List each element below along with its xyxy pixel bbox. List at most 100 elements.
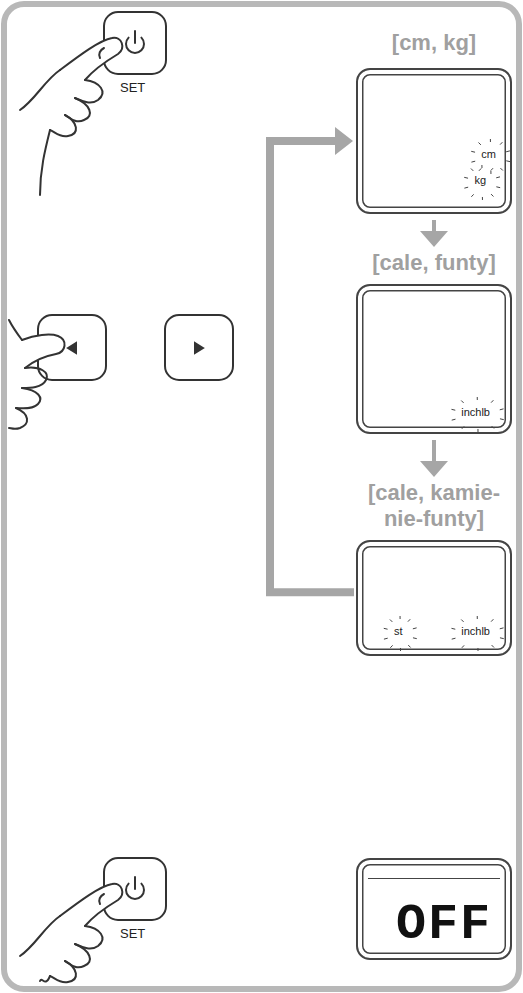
blink-ray	[384, 638, 388, 640]
blink-ray	[500, 627, 504, 629]
power-symbol	[134, 877, 136, 889]
unit-indicator: inchlb	[461, 625, 490, 638]
loop-line	[270, 141, 354, 592]
blink-ray	[451, 628, 455, 630]
hand	[60, 38, 122, 80]
blink-ray	[500, 142, 502, 144]
blink-ray	[413, 627, 417, 629]
blink-rays	[358, 286, 359, 287]
arrow-line	[432, 440, 436, 461]
hand	[9, 320, 22, 340]
blink-ray	[481, 165, 482, 168]
unit-indicator: st	[394, 625, 403, 638]
unit-heading: [cale, funty]	[356, 250, 512, 276]
flow-arrow	[420, 440, 448, 477]
lcd-readout: OFF	[396, 898, 492, 952]
blink-rays	[358, 542, 359, 543]
blink-ray	[490, 171, 491, 174]
right-arrow-symbol	[195, 343, 203, 353]
blink-ray	[479, 168, 481, 170]
arrow-head	[335, 127, 353, 155]
hand	[20, 916, 60, 956]
blink-ray	[471, 168, 473, 170]
blink-rays	[358, 542, 359, 543]
hand	[40, 976, 50, 982]
blink-ray	[400, 648, 401, 651]
blink-ray	[477, 616, 478, 619]
hand	[9, 408, 27, 429]
hand	[60, 884, 122, 926]
lcd-divider	[368, 878, 500, 879]
set-button-press	[20, 858, 166, 982]
hand	[22, 368, 47, 388]
blink-ray	[413, 637, 417, 639]
outer-frame	[4, 4, 519, 989]
blink-ray	[464, 177, 468, 179]
display-screen: [cale, funty] inchlb	[356, 250, 512, 434]
blink-ray	[492, 645, 494, 647]
button-label: SET	[120, 80, 145, 95]
blink-ray	[500, 168, 502, 170]
hand	[22, 335, 65, 368]
blink-ray	[491, 194, 493, 196]
blink-ray	[491, 400, 493, 402]
blink-ray	[452, 419, 456, 421]
blink-ray	[461, 619, 463, 621]
blink-ray	[451, 409, 455, 411]
blink-ray	[408, 645, 410, 647]
blink-ray	[384, 628, 388, 630]
arrow-buttons-press	[9, 315, 233, 429]
blink-ray	[408, 619, 410, 621]
arrow-head	[420, 231, 448, 247]
display-screen: OFF	[356, 858, 512, 960]
fingernail	[99, 48, 104, 58]
blink-ray	[390, 645, 392, 647]
button-label: SET	[120, 926, 145, 941]
blink-ray	[452, 638, 456, 640]
hand	[50, 115, 76, 136]
blink-ray	[462, 426, 464, 428]
display-screen: [cm, kg]cmkg	[356, 30, 512, 214]
arrow-line	[432, 220, 436, 231]
blink-rays	[358, 70, 359, 71]
blink-ray	[500, 408, 504, 410]
blink-ray	[491, 619, 493, 621]
right-button	[165, 315, 233, 380]
set-button-press	[20, 12, 166, 195]
blink-ray	[490, 139, 491, 142]
unit-heading: [cale, kamie- nie-funty]	[356, 480, 512, 532]
fingernail	[99, 894, 104, 904]
blink-ray	[500, 418, 504, 420]
blink-ray	[492, 426, 494, 428]
blink-ray	[471, 161, 475, 163]
blink-ray	[500, 637, 504, 639]
left-arrow-symbol	[68, 343, 76, 353]
hand	[16, 388, 40, 408]
blink-ray	[464, 187, 468, 189]
blink-ray	[491, 168, 493, 170]
blink-ray	[506, 150, 510, 152]
blink-ray	[496, 186, 500, 188]
blink-ray	[482, 197, 483, 200]
blink-ray	[477, 397, 478, 400]
blink-ray	[478, 142, 480, 144]
hand	[50, 961, 76, 982]
arrow-head	[420, 461, 448, 477]
unit-indicator: cm	[481, 148, 496, 161]
lcd-screen: inchlb	[356, 284, 512, 434]
flow-arrow	[270, 127, 354, 592]
display-screen: [cale, kamie- nie-funty] st inchlb	[356, 480, 512, 656]
lcd-screen: st inchlb	[356, 540, 512, 656]
blink-ray	[461, 400, 463, 402]
power-symbol	[134, 31, 136, 43]
unit-heading: [cm, kg]	[356, 30, 512, 56]
blink-ray	[477, 648, 478, 651]
blink-ray	[400, 616, 401, 619]
blink-ray	[462, 645, 464, 647]
flow-arrow	[420, 220, 448, 247]
blink-ray	[390, 619, 392, 621]
blink-rays	[358, 70, 359, 71]
lcd-screen: OFF	[356, 858, 512, 960]
hand	[40, 130, 50, 195]
